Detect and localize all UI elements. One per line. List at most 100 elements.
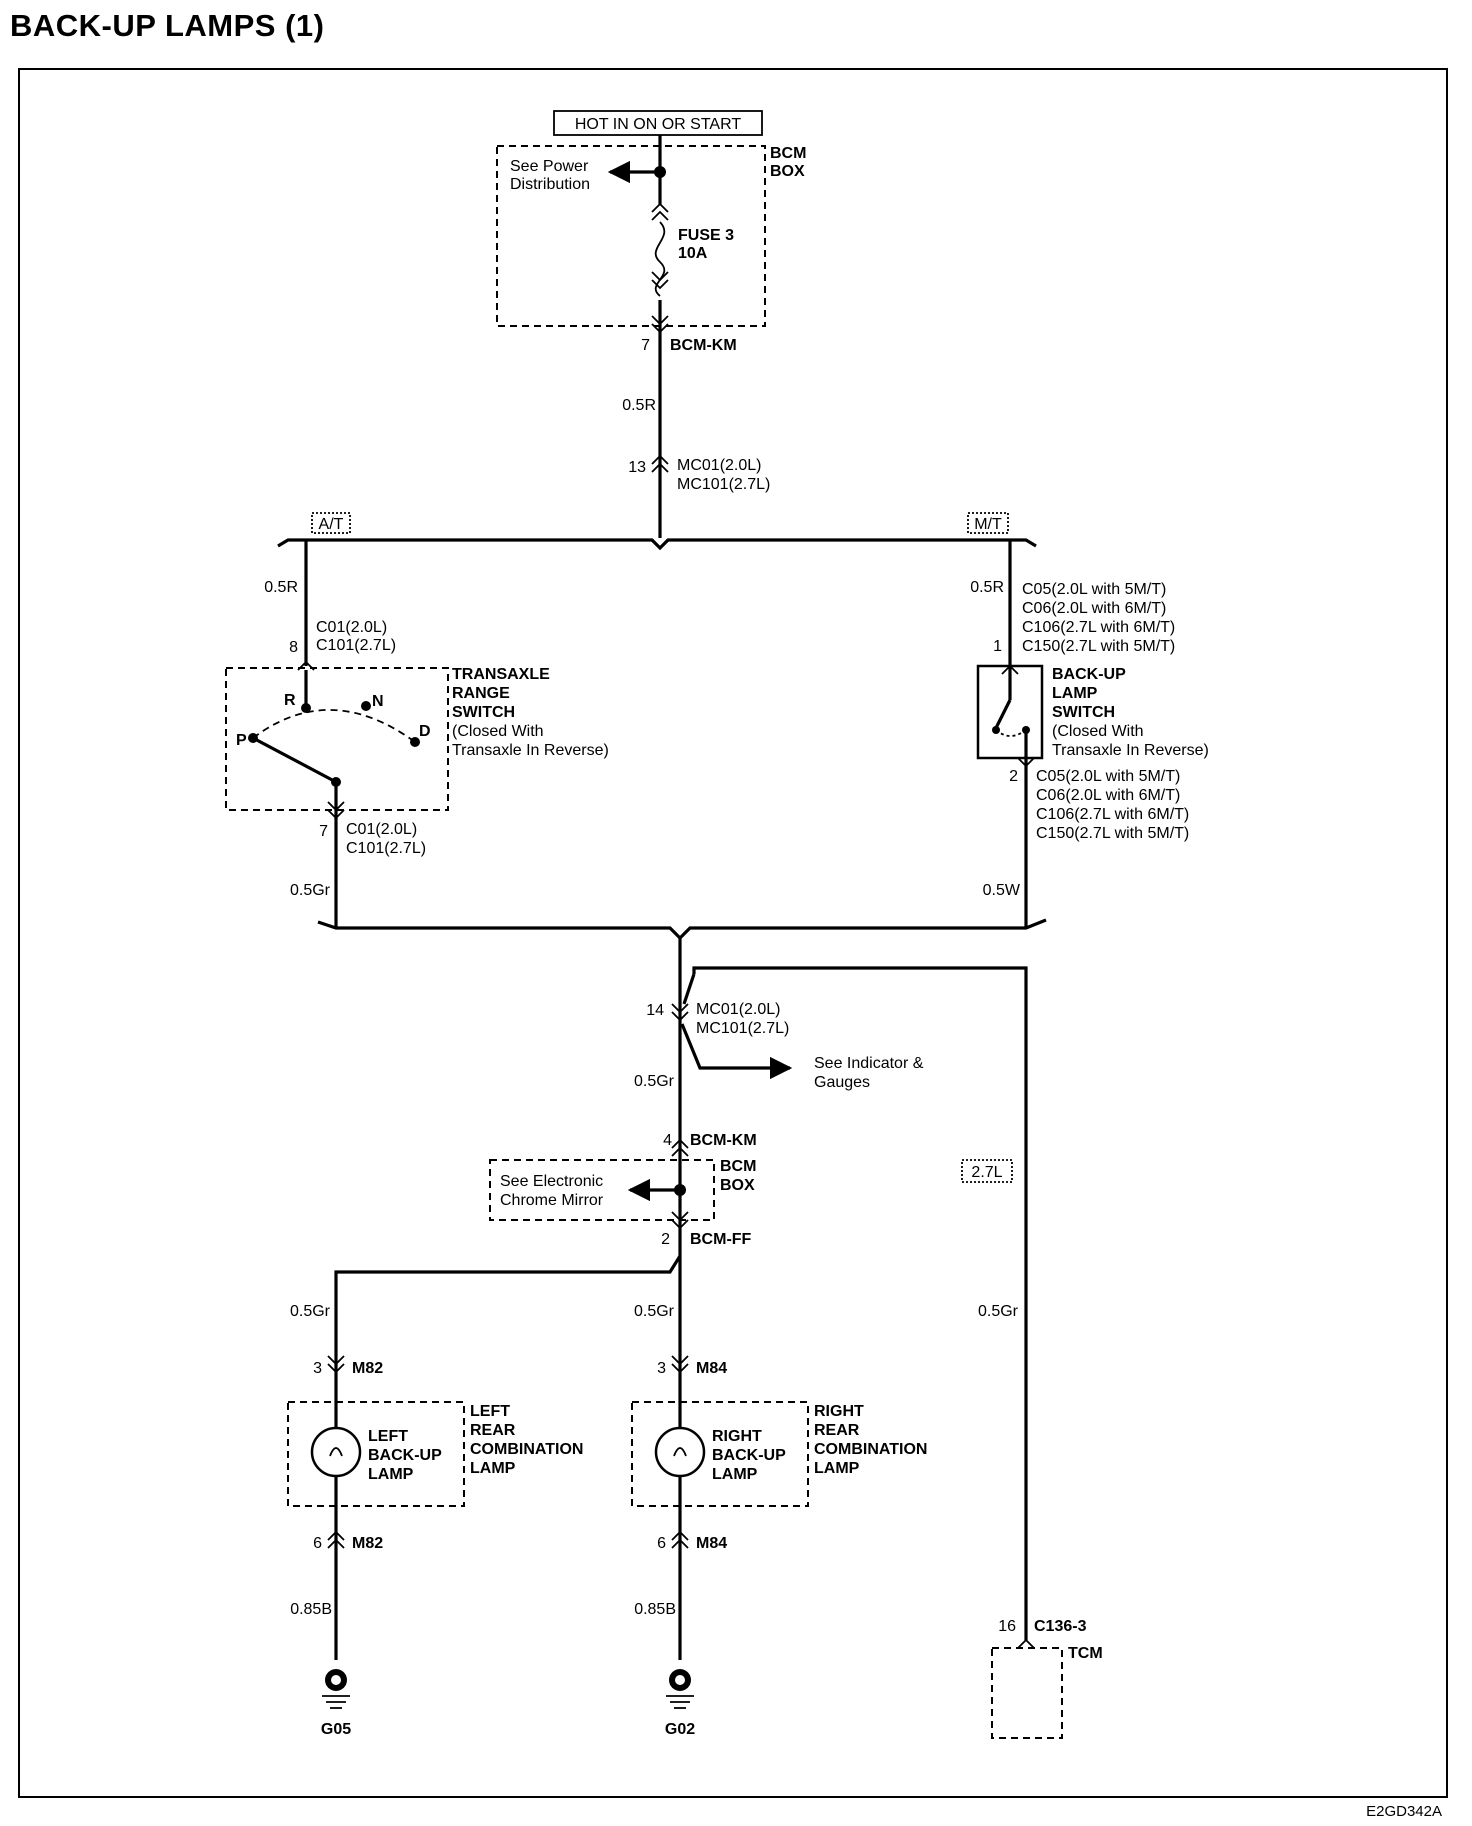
right-pin6-label: 6 (657, 1535, 666, 1552)
see-power-text-1: See Power (510, 158, 589, 175)
left-wire-bottom-label: 0.85B (290, 1601, 332, 1618)
see-mirror-text-2: Chrome Mirror (500, 1192, 604, 1209)
wire-tcm-jog (682, 973, 696, 1005)
see-mirror-text-1: See Electronic (500, 1173, 603, 1190)
left-lamp-label-1: LEFT (368, 1428, 408, 1445)
mt-connector-pin2 (1017, 757, 1035, 768)
variant-27l-tag: 2.7L (961, 1159, 1013, 1183)
mc101-lower-variant: (2.7L) (748, 1020, 790, 1037)
mt-switch-name-2: LAMP (1052, 685, 1098, 702)
mt-pin1-label: 1 (993, 638, 1002, 655)
mc101-top-name: MC101 (677, 476, 729, 493)
at-tag-text: A/T (319, 516, 344, 533)
mt-switch-name-3: SWITCH (1052, 704, 1115, 721)
fuse-connector-top (651, 202, 669, 221)
tcm-c136-3-label: C136-3 (1034, 1618, 1087, 1635)
right-wire-bottom-label: 0.85B (634, 1601, 676, 1618)
mt-top-c05: C05 (1022, 581, 1051, 598)
connector-mc01-pin14 (671, 1003, 689, 1022)
mt-bot-c150-desc: (2.7L with 5M/T) (1074, 825, 1189, 842)
left-backup-bulb (310, 1426, 362, 1478)
right-m84-bottom-label: M84 (696, 1535, 727, 1552)
svg-text:C150(2.7L with 5M/T): C150(2.7L with 5M/T) (1022, 638, 1175, 655)
mt-bot-c106-desc: (2.7L with 6M/T) (1074, 806, 1189, 823)
svg-text:C106(2.7L with 6M/T): C106(2.7L with 6M/T) (1022, 619, 1175, 636)
lower-bcm-box-2: BOX (720, 1177, 755, 1194)
left-pin3-label: 3 (313, 1360, 322, 1377)
svg-text:MC01(2.0L): MC01(2.0L) (696, 1001, 780, 1018)
at-switch-note-1: (Closed With (452, 723, 544, 740)
at-switch-name-1: TRANSAXLE (452, 666, 550, 683)
left-lamp-label-2: BACK-UP (368, 1447, 442, 1464)
mt-wire-top-label: 0.5R (970, 579, 1004, 596)
at-switch-note-2: Transaxle In Reverse) (452, 742, 609, 759)
mc101-top-variant: (2.7L) (729, 476, 771, 493)
tcm-wire-label: 0.5Gr (978, 1303, 1019, 1320)
svg-text:C01(2.0L): C01(2.0L) (316, 619, 387, 636)
right-lamp-label-2: BACK-UP (712, 1447, 786, 1464)
right-connector-m84-bottom (671, 1530, 689, 1549)
hot-label-text: HOT IN ON OR START (575, 116, 741, 133)
left-pin6-label: 6 (313, 1535, 322, 1552)
mt-switch-name-1: BACK-UP (1052, 666, 1126, 683)
tcm-module-box (991, 1647, 1063, 1739)
pin13-label: 13 (628, 459, 646, 476)
mc101-lower-name: MC101 (696, 1020, 748, 1037)
hot-in-on-or-start-label: HOT IN ON OR START (553, 110, 763, 136)
tcm-pin16-label: 16 (998, 1618, 1016, 1635)
at-switch-name-2: RANGE (452, 685, 510, 702)
left-connector-m82-bottom (327, 1530, 345, 1549)
fuse-connector-bottom (651, 271, 669, 290)
diagram-frame (18, 68, 1448, 1798)
left-m82-bottom-label: M82 (352, 1535, 383, 1552)
mt-top-c150: C150 (1022, 638, 1060, 655)
bcm-box-top (496, 145, 766, 327)
right-assembly-2: REAR (814, 1422, 860, 1439)
join-bus (317, 918, 1047, 941)
connector-bcm-km-pin4 (671, 1138, 689, 1157)
svg-text:C106(2.7L with 6M/T): C106(2.7L with 6M/T) (1036, 806, 1189, 823)
mt-bot-c05: C05 (1036, 768, 1065, 785)
ground-g05-icon (322, 1669, 350, 1709)
left-assembly-4: LAMP (470, 1460, 516, 1477)
right-assembly-4: LAMP (814, 1460, 860, 1477)
left-rear-combination-lamp-box (287, 1401, 465, 1507)
mt-connectors-top: C05(2.0L with 5M/T) C06(2.0L with 6M/T) … (1022, 581, 1175, 655)
pos-d-label: D (419, 723, 431, 740)
bcm-box-label-1: BCM (770, 145, 806, 162)
bcm-ff-label: BCM-FF (690, 1231, 752, 1248)
svg-text:MC101(2.7L): MC101(2.7L) (677, 476, 770, 493)
mt-pin2-label: 2 (1009, 768, 1018, 785)
mt-bot-c06: C06 (1036, 787, 1065, 804)
at-c101b-variant: (2.7L) (384, 840, 426, 857)
mt-connectors-bottom: C05(2.0L with 5M/T) C06(2.0L with 6M/T) … (1036, 768, 1189, 842)
at-c01b-name: C01 (346, 821, 375, 838)
mt-bot-c05-desc: (2.0L with 5M/T) (1065, 768, 1180, 785)
at-pin8-label: 8 (289, 639, 298, 656)
tcm-connector-pin16 (1017, 1638, 1035, 1649)
right-bulb-filament (673, 1447, 687, 1457)
left-wire-top-label: 0.5Gr (290, 1303, 331, 1320)
fuse-name: FUSE 3 (678, 227, 734, 244)
switch-wiper (252, 736, 337, 784)
lower-bcm-km-label: BCM-KM (690, 1132, 757, 1149)
mt-bot-c106: C106 (1036, 806, 1074, 823)
at-c01-name: C01 (316, 619, 345, 636)
svg-text:C06(2.0L with 6M/T): C06(2.0L with 6M/T) (1036, 787, 1180, 804)
mt-switch-note-1: (Closed With (1052, 723, 1144, 740)
pin14-label: 14 (646, 1002, 664, 1019)
pos-r-label: R (284, 692, 296, 709)
at-wire-top-label: 0.5R (264, 579, 298, 596)
mt-switch-note-2: Transaxle In Reverse) (1052, 742, 1209, 759)
svg-text:C05(2.0L with 5M/T): C05(2.0L with 5M/T) (1022, 581, 1166, 598)
right-assembly-1: RIGHT (814, 1403, 864, 1420)
svg-text:C101(2.7L): C101(2.7L) (346, 840, 426, 857)
mt-switch-blade (994, 699, 1012, 729)
right-wire-top-label: 0.5Gr (634, 1303, 675, 1320)
fuse-rating: 10A (678, 245, 708, 262)
variant-27l-text: 2.7L (971, 1164, 1002, 1181)
svg-text:C05(2.0L with 5M/T): C05(2.0L with 5M/T) (1036, 768, 1180, 785)
right-m84-top-label: M84 (696, 1360, 727, 1377)
fuse-element (654, 221, 666, 297)
at-c01-variant: (2.0L) (345, 619, 387, 636)
